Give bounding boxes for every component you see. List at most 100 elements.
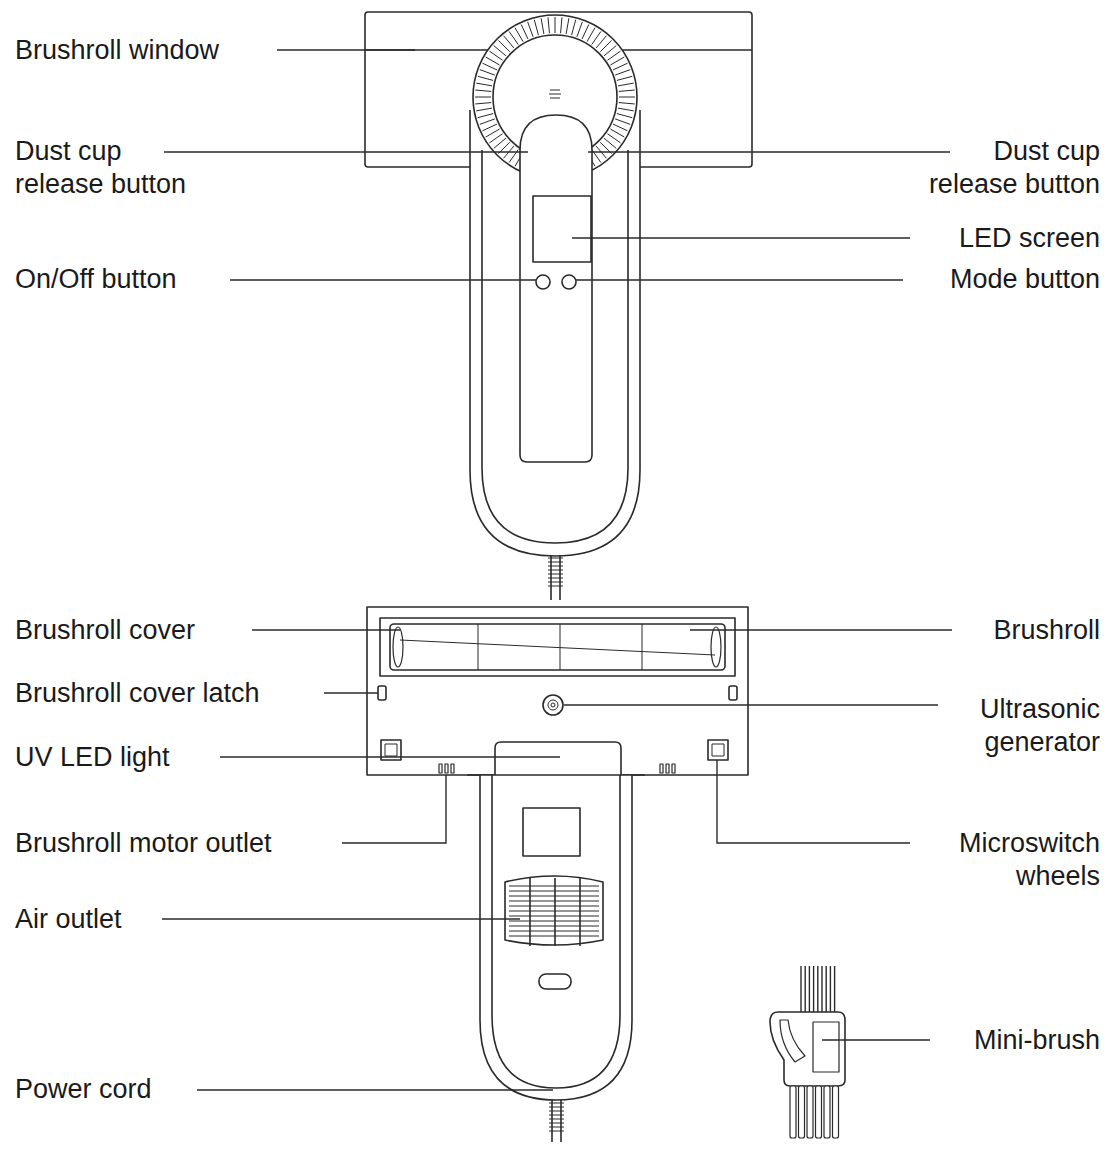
rib-stroke: [587, 28, 595, 42]
bristle-stroke: [809, 966, 810, 1012]
rib-stroke: [548, 17, 549, 33]
bristle-stroke: [826, 966, 827, 1012]
leader-line: [576, 279, 903, 280]
brush-head-bottom: [367, 607, 748, 775]
rib-stroke: [600, 40, 611, 51]
knurl-stroke: [548, 570, 563, 571]
part-label: Brushroll motor outlet: [15, 827, 272, 860]
comb-tooth: [824, 1086, 830, 1138]
rib-stroke: [619, 103, 635, 104]
grille-bar: [554, 878, 556, 946]
leader-line: [588, 151, 950, 152]
rib-stroke: [534, 20, 538, 35]
bristle-stroke: [830, 966, 831, 1012]
rib-stroke: [615, 119, 630, 124]
knurl-stroke: [549, 1111, 564, 1112]
knurl-stroke: [549, 1103, 564, 1104]
rib-stroke: [498, 40, 509, 51]
rib-stroke: [613, 63, 628, 70]
rib-stroke: [478, 114, 493, 118]
leader-line: [717, 760, 910, 843]
grille-bar: [579, 878, 581, 946]
cord-knurling: [549, 1103, 564, 1131]
leader-line: [252, 629, 400, 630]
label-plate: [523, 808, 580, 856]
rib-stroke: [486, 129, 500, 137]
bristle-stroke: [821, 966, 822, 1012]
rib-stroke: [476, 108, 492, 111]
leader-line: [197, 1089, 553, 1090]
rib-stroke: [613, 124, 628, 131]
grille-stroke: [509, 936, 599, 937]
leader-line: [324, 692, 378, 693]
grille-stroke: [509, 921, 599, 922]
rib-stroke: [618, 83, 634, 86]
rib-stroke: [617, 76, 632, 80]
rib-stroke: [615, 70, 630, 75]
knurl-stroke: [548, 574, 563, 575]
air-outlet: [505, 876, 603, 945]
knurl-stroke: [548, 562, 563, 563]
rib-stroke: [592, 31, 601, 44]
part-label: Dust cup release button: [15, 135, 200, 201]
grille-stroke: [509, 891, 599, 892]
rib-stroke: [566, 18, 569, 34]
rib-stroke: [475, 97, 491, 98]
grille-stroke: [509, 926, 599, 927]
rib-stroke: [489, 134, 502, 143]
leader-line: [564, 704, 938, 705]
part-label: Brushroll: [993, 614, 1100, 647]
button-panel: [520, 115, 592, 462]
knurl-stroke: [548, 578, 563, 579]
leader-line: [690, 629, 952, 630]
knurl-stroke: [549, 1123, 564, 1124]
uv-led-light: [495, 742, 621, 775]
leader-line: [162, 918, 520, 919]
air-outlet-grille: [509, 878, 599, 946]
part-label: Dust cup release button: [915, 135, 1100, 201]
leader-line: [342, 775, 446, 843]
rib-stroke: [555, 17, 556, 33]
rib-stroke: [607, 134, 620, 143]
bristle-stroke: [805, 966, 806, 1012]
rib-stroke: [572, 20, 576, 35]
rib-stroke: [617, 114, 632, 118]
microswitch-wheel: [708, 740, 728, 760]
part-label: UV LED light: [15, 741, 170, 774]
cover-latch: [378, 686, 386, 700]
knurl-stroke: [549, 1127, 564, 1128]
rib-stroke: [582, 24, 589, 39]
grille-stroke: [509, 906, 599, 907]
knurl-stroke: [548, 558, 563, 559]
grille-stroke: [509, 886, 599, 887]
grille-bar: [529, 878, 531, 946]
rib-stroke: [475, 90, 491, 91]
part-label: Microswitch wheels: [940, 827, 1100, 893]
handle-body-bottom: [480, 775, 632, 1100]
rib-stroke: [482, 63, 497, 70]
rib-stroke: [618, 108, 634, 111]
rib-stroke: [494, 138, 506, 148]
leader-line: [164, 151, 528, 152]
rib-stroke: [577, 22, 582, 37]
rib-stroke: [489, 51, 502, 60]
power-cord-bottom: [552, 1100, 561, 1142]
part-label: Brushroll window: [15, 34, 219, 67]
comb-tooth: [790, 1086, 796, 1138]
part-label: LED screen: [959, 222, 1100, 255]
bottom-view: [367, 607, 748, 1142]
brush-thumb-notch: [780, 1020, 805, 1062]
ultrasonic-generator: [543, 695, 563, 715]
knurl-stroke: [548, 566, 563, 567]
grille-stroke: [509, 896, 599, 897]
rib-stroke: [486, 57, 500, 65]
rib-stroke: [494, 46, 506, 56]
part-label: Mini-brush: [974, 1024, 1100, 1057]
brush-comb: [790, 1086, 839, 1138]
knurl-stroke: [549, 1107, 564, 1108]
top-view: [365, 12, 752, 600]
rib-stroke: [482, 124, 497, 131]
bristle-stroke: [800, 966, 801, 1012]
handle-rim-bottom: [492, 775, 620, 1088]
rib-stroke: [604, 138, 616, 148]
